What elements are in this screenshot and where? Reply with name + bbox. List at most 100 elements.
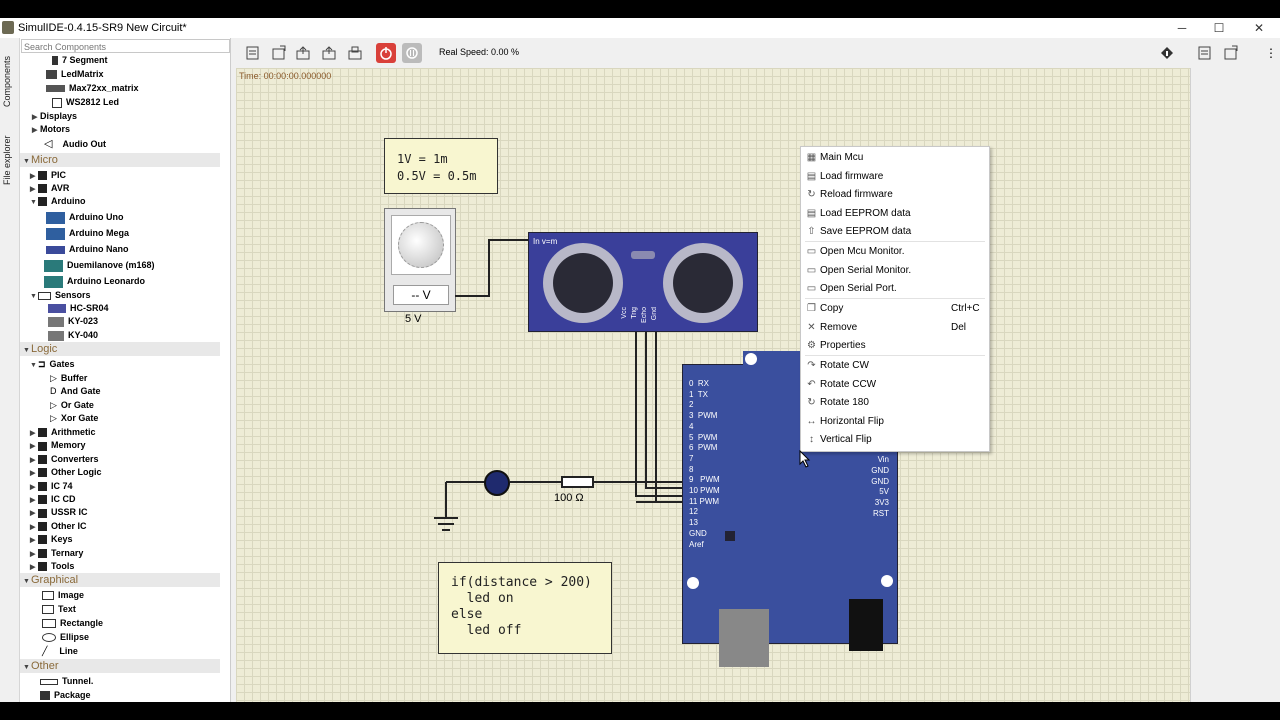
tree-group-other-logic[interactable]: ▶Other Logic [30, 467, 102, 478]
menu-item-load-eeprom-data[interactable]: ▤Load EEPROM data [806, 207, 911, 219]
menu-item-main-mcu[interactable]: ▦Main Mcu [806, 152, 864, 163]
new-circuit-button[interactable] [270, 44, 288, 62]
tree-group-other-ic[interactable]: ▶Other IC [30, 520, 87, 531]
menu-button[interactable] [1196, 44, 1214, 62]
monitor-icon: ▭ [806, 283, 817, 295]
menu-item-horizontal-flip[interactable]: ↔Horizontal Flip [806, 415, 884, 427]
tree-item[interactable]: KY-023 [48, 315, 98, 328]
tree-group-converters[interactable]: ▶Converters [30, 453, 99, 464]
tree-group-motors[interactable]: ▶Motors [32, 124, 70, 134]
tree-group-sensors[interactable]: ▼Sensors [30, 290, 91, 300]
menu-item-properties[interactable]: ⚙Properties [807, 340, 866, 352]
tree-item[interactable]: ▷Xor Gate [50, 413, 99, 424]
maximize-button[interactable]: ☐ [1213, 21, 1225, 35]
arduino-pin-label: 7 [689, 453, 694, 463]
menu-item-rotate-180[interactable]: ↻Rotate 180 [807, 397, 869, 409]
tree-item[interactable]: Rectangle [42, 617, 103, 630]
chip-icon [38, 521, 47, 531]
save-button[interactable] [320, 44, 338, 62]
tree-item[interactable]: ▷Buffer [50, 373, 88, 384]
tree-item[interactable]: Ellipse [42, 631, 89, 644]
voltmeter[interactable]: -- V [384, 208, 456, 312]
tree-group-ic-cd[interactable]: ▶IC CD [30, 494, 76, 505]
chip-icon [38, 184, 47, 194]
tree-group-pic[interactable]: ▶PIC [30, 170, 67, 181]
tree-item[interactable]: Arduino Uno [46, 211, 124, 224]
tree-group-ternary[interactable]: ▶Ternary [30, 547, 84, 558]
tree-item[interactable]: Package [40, 689, 91, 700]
open-button[interactable] [294, 44, 312, 62]
close-button[interactable]: ✕ [1253, 21, 1265, 35]
tree-group-memory[interactable]: ▶Memory [30, 440, 86, 451]
arduino-pin-label: 12 [689, 507, 698, 517]
new-file-button[interactable] [244, 44, 262, 62]
tree-item[interactable]: LedMatrix [46, 68, 104, 81]
chip-icon [38, 468, 47, 478]
tree-group-arduino[interactable]: ▼Arduino [30, 196, 86, 207]
new-panel-button[interactable] [1222, 44, 1240, 62]
tree-item[interactable]: KY-040 [48, 329, 98, 342]
tree-group-ic-74[interactable]: ▶IC 74 [30, 480, 73, 491]
info-button[interactable] [1158, 44, 1176, 62]
tree-group-keys[interactable]: ▶Keys [30, 534, 73, 545]
tree-group-avr[interactable]: ▶AVR [30, 183, 70, 194]
vflip-icon: ↕ [809, 434, 814, 446]
tree-group-displays[interactable]: ▶Displays [32, 111, 78, 121]
more-button[interactable]: ⋮ [1262, 44, 1280, 62]
tree-group-arithmetic[interactable]: ▶Arithmetic [30, 427, 96, 438]
menu-item-open-serial-port[interactable]: ▭Open Serial Port. [806, 283, 897, 295]
tab-file-explorer[interactable]: File explorer [2, 135, 12, 185]
tree-item[interactable]: Image [42, 589, 84, 602]
tree-item[interactable]: ╱Line [42, 646, 78, 657]
tree-item[interactable]: Tunnel. [40, 675, 93, 688]
more-icon: ⋮ [1265, 46, 1277, 60]
arduino-pin-label: 4 [689, 421, 694, 431]
tree-item[interactable]: HC-SR04 [48, 302, 109, 315]
tree-item[interactable]: ▷Or Gate [50, 400, 94, 411]
menu-item-open-mcu-monitor[interactable]: ▭Open Mcu Monitor. [806, 246, 905, 257]
tree-group-tools[interactable]: ▶Tools [30, 561, 75, 572]
circuit-canvas[interactable]: Time: 00:00:00.000000 1V = 1m 0.5V = 0.5… [236, 68, 1190, 702]
tree-item[interactable]: Arduino Nano [46, 243, 129, 256]
menu-item-open-serial-monitor[interactable]: ▭Open Serial Monitor. [806, 264, 912, 276]
tree-item[interactable]: 7 Segment [52, 54, 108, 67]
tree-item[interactable]: Text [42, 603, 76, 616]
power-button[interactable] [376, 43, 396, 63]
category-other[interactable]: ▼Other [20, 659, 220, 673]
copy-icon: ❐ [807, 303, 816, 314]
category-graphical[interactable]: ▼Graphical [20, 573, 220, 587]
search-input[interactable]: Search Components [21, 39, 230, 53]
text-note-scale[interactable]: 1V = 1m 0.5V = 0.5m [384, 138, 498, 194]
tree-item[interactable]: Arduino Mega [46, 227, 129, 240]
menu-item-rotate-ccw[interactable]: ↶Rotate CCW [807, 378, 877, 390]
led[interactable] [484, 470, 510, 496]
tree-item[interactable]: Max72xx_matrix [46, 82, 139, 95]
save-as-button[interactable] [346, 44, 364, 62]
minimize-button[interactable]: ─ [1177, 21, 1187, 35]
tree-group-gates[interactable]: ▼⊐Gates [30, 359, 75, 370]
menu-item-vertical-flip[interactable]: ↕Vertical Flip [801, 431, 989, 449]
tree-item[interactable]: Duemilanove (m168) [44, 259, 155, 272]
text-note-code[interactable]: if(distance > 200) led on else led off [438, 562, 612, 654]
ultrasonic-sensor[interactable]: In v=m Vcc Trig Echo Gnd [528, 232, 758, 332]
buffer-gate-icon: ▷ [50, 373, 57, 384]
tree-item[interactable]: Arduino Leonardo [44, 275, 145, 288]
menu-item-reload-firmware[interactable]: ↻Reload firmware [807, 189, 893, 201]
pause-button[interactable] [402, 43, 422, 63]
tree-group-ussr-ic[interactable]: ▶USSR IC [30, 507, 88, 518]
category-micro[interactable]: ▼Micro [20, 153, 220, 167]
tree-item[interactable]: ◁Audio Out [44, 138, 106, 151]
new-icon [272, 45, 286, 60]
menu-item-load-firmware[interactable]: ▤Load firmware [806, 170, 884, 182]
menu-item-save-eeprom-data[interactable]: ⇧Save EEPROM data [807, 226, 912, 238]
tab-components[interactable]: Components [2, 55, 12, 107]
context-menu: ▦Main Mcu ▤Load firmware ↻Reload firmware ▤… [800, 146, 990, 452]
menu-item-rotate-cw[interactable]: ↷Rotate CW [807, 360, 869, 371]
tree-item[interactable]: WS2812 Led [52, 96, 119, 109]
category-logic[interactable]: ▼Logic [20, 342, 220, 356]
resistor[interactable] [561, 476, 594, 488]
image-icon [42, 591, 54, 601]
